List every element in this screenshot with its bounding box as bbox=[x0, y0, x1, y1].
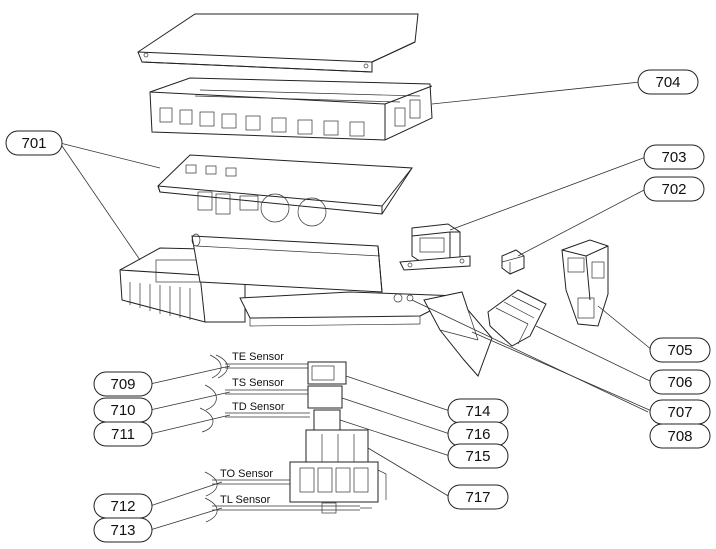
svg-text:705: 705 bbox=[667, 342, 692, 359]
callout-701: 701 bbox=[5, 130, 63, 156]
relay-702 bbox=[501, 249, 525, 275]
callout-706: 706 bbox=[649, 369, 711, 395]
svg-text:709: 709 bbox=[110, 376, 135, 393]
svg-text:714: 714 bbox=[465, 403, 490, 420]
svg-text:706: 706 bbox=[667, 374, 692, 391]
callout-714: 714 bbox=[447, 398, 509, 424]
callout-707: 707 bbox=[649, 399, 711, 425]
callout-709: 709 bbox=[93, 371, 153, 397]
sensor-label-to: TO Sensor bbox=[220, 468, 273, 480]
sensor-label-te: TE Sensor bbox=[232, 351, 284, 363]
chassis-frame bbox=[149, 77, 433, 141]
callout-711: 711 bbox=[93, 421, 153, 447]
sensor-label-td: TD Sensor bbox=[232, 401, 285, 413]
svg-text:713: 713 bbox=[110, 522, 135, 539]
terminal-block-705 bbox=[561, 239, 609, 327]
svg-text:712: 712 bbox=[110, 498, 135, 515]
connector-706 bbox=[487, 289, 547, 347]
pcb-board bbox=[157, 154, 413, 227]
sensor-label-tl: TL Sensor bbox=[220, 494, 271, 506]
svg-text:716: 716 bbox=[465, 426, 490, 443]
svg-text:708: 708 bbox=[667, 428, 692, 445]
callout-704: 704 bbox=[637, 69, 699, 95]
callout-703: 703 bbox=[643, 144, 705, 170]
svg-text:703: 703 bbox=[661, 149, 686, 166]
heatsink-assembly bbox=[119, 233, 493, 377]
callout-705: 705 bbox=[649, 337, 711, 363]
callout-713: 713 bbox=[93, 517, 153, 543]
svg-text:717: 717 bbox=[465, 489, 490, 506]
svg-text:702: 702 bbox=[661, 181, 686, 198]
sensor-harness bbox=[199, 354, 387, 523]
svg-text:710: 710 bbox=[110, 402, 135, 419]
svg-text:711: 711 bbox=[111, 426, 135, 443]
callout-716: 716 bbox=[447, 421, 509, 447]
callout-712: 712 bbox=[93, 493, 153, 519]
callout-717: 717 bbox=[447, 484, 509, 510]
callout-702: 702 bbox=[643, 176, 705, 202]
svg-text:707: 707 bbox=[667, 404, 692, 421]
sensor-label-ts: TS Sensor bbox=[232, 377, 284, 389]
leader-lines bbox=[59, 81, 655, 531]
svg-text:704: 704 bbox=[655, 74, 680, 91]
callout-715: 715 bbox=[447, 443, 509, 469]
svg-text:715: 715 bbox=[465, 448, 490, 465]
top-cover bbox=[137, 13, 419, 73]
callout-710: 710 bbox=[93, 397, 153, 423]
callout-708: 708 bbox=[649, 423, 711, 449]
svg-text:701: 701 bbox=[21, 135, 46, 152]
reactor-703 bbox=[399, 223, 471, 271]
